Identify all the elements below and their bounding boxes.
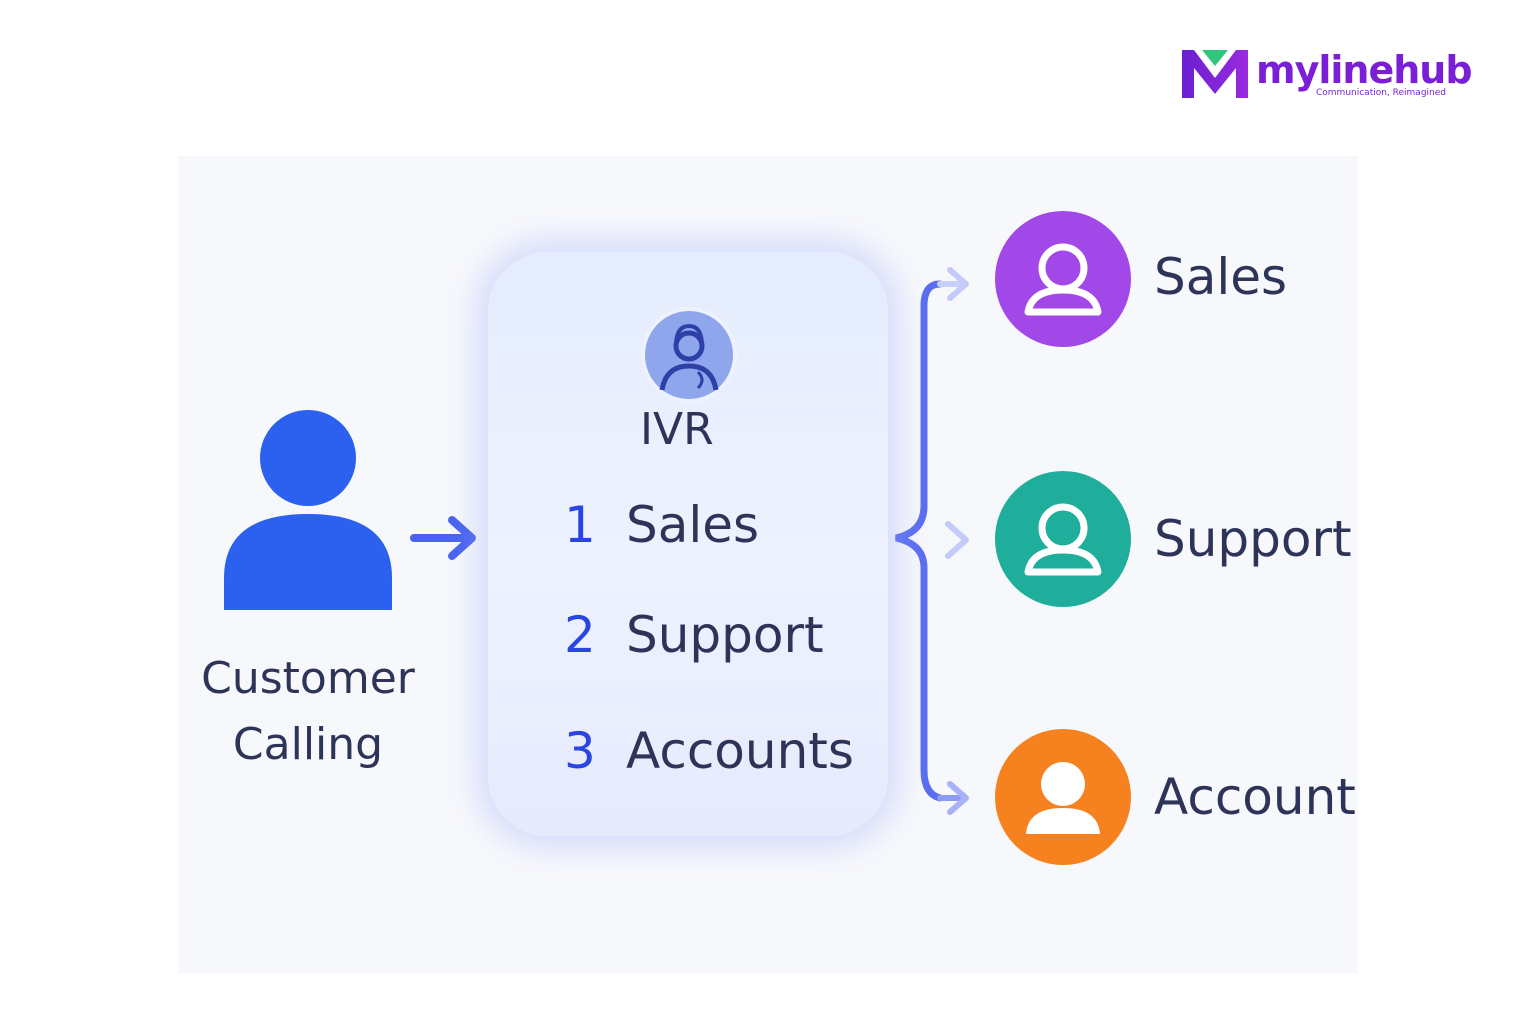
brand-name: mylinehub — [1256, 48, 1473, 92]
ivr-title: IVR — [640, 404, 714, 455]
ivr-option-1-key: 1 — [564, 496, 596, 554]
connector-lines — [410, 267, 969, 815]
ivr-option-3-label: Accounts — [626, 722, 854, 780]
routing-bracket — [895, 267, 969, 815]
brand-tagline: Communication, Reimagined — [1316, 88, 1446, 98]
customer-person-icon — [224, 410, 392, 610]
brand-logo: mylinehub Communication, Reimagined — [1180, 44, 1473, 104]
support-person-icon — [995, 471, 1131, 607]
dept-accounts-label: Accounts — [1154, 768, 1358, 826]
accounts-person-icon — [995, 729, 1131, 865]
customer-to-ivr-arrow — [410, 516, 476, 560]
agent-headset-icon — [641, 307, 737, 403]
ivr-option-2-key: 2 — [564, 606, 596, 664]
ivr-diagram: Customer Calling IVR 1 Sales 2 Support 3… — [178, 156, 1358, 974]
dept-support-label: Support — [1154, 510, 1352, 568]
customer-label: Customer Calling — [201, 653, 415, 770]
ivr-option-2-label: Support — [626, 606, 824, 664]
ivr-option-3-key: 3 — [564, 722, 596, 780]
brand-logo-icon — [1182, 50, 1248, 98]
dept-sales-label: Sales — [1154, 248, 1288, 306]
sales-person-icon — [995, 211, 1131, 347]
ivr-option-1-label: Sales — [626, 496, 760, 554]
